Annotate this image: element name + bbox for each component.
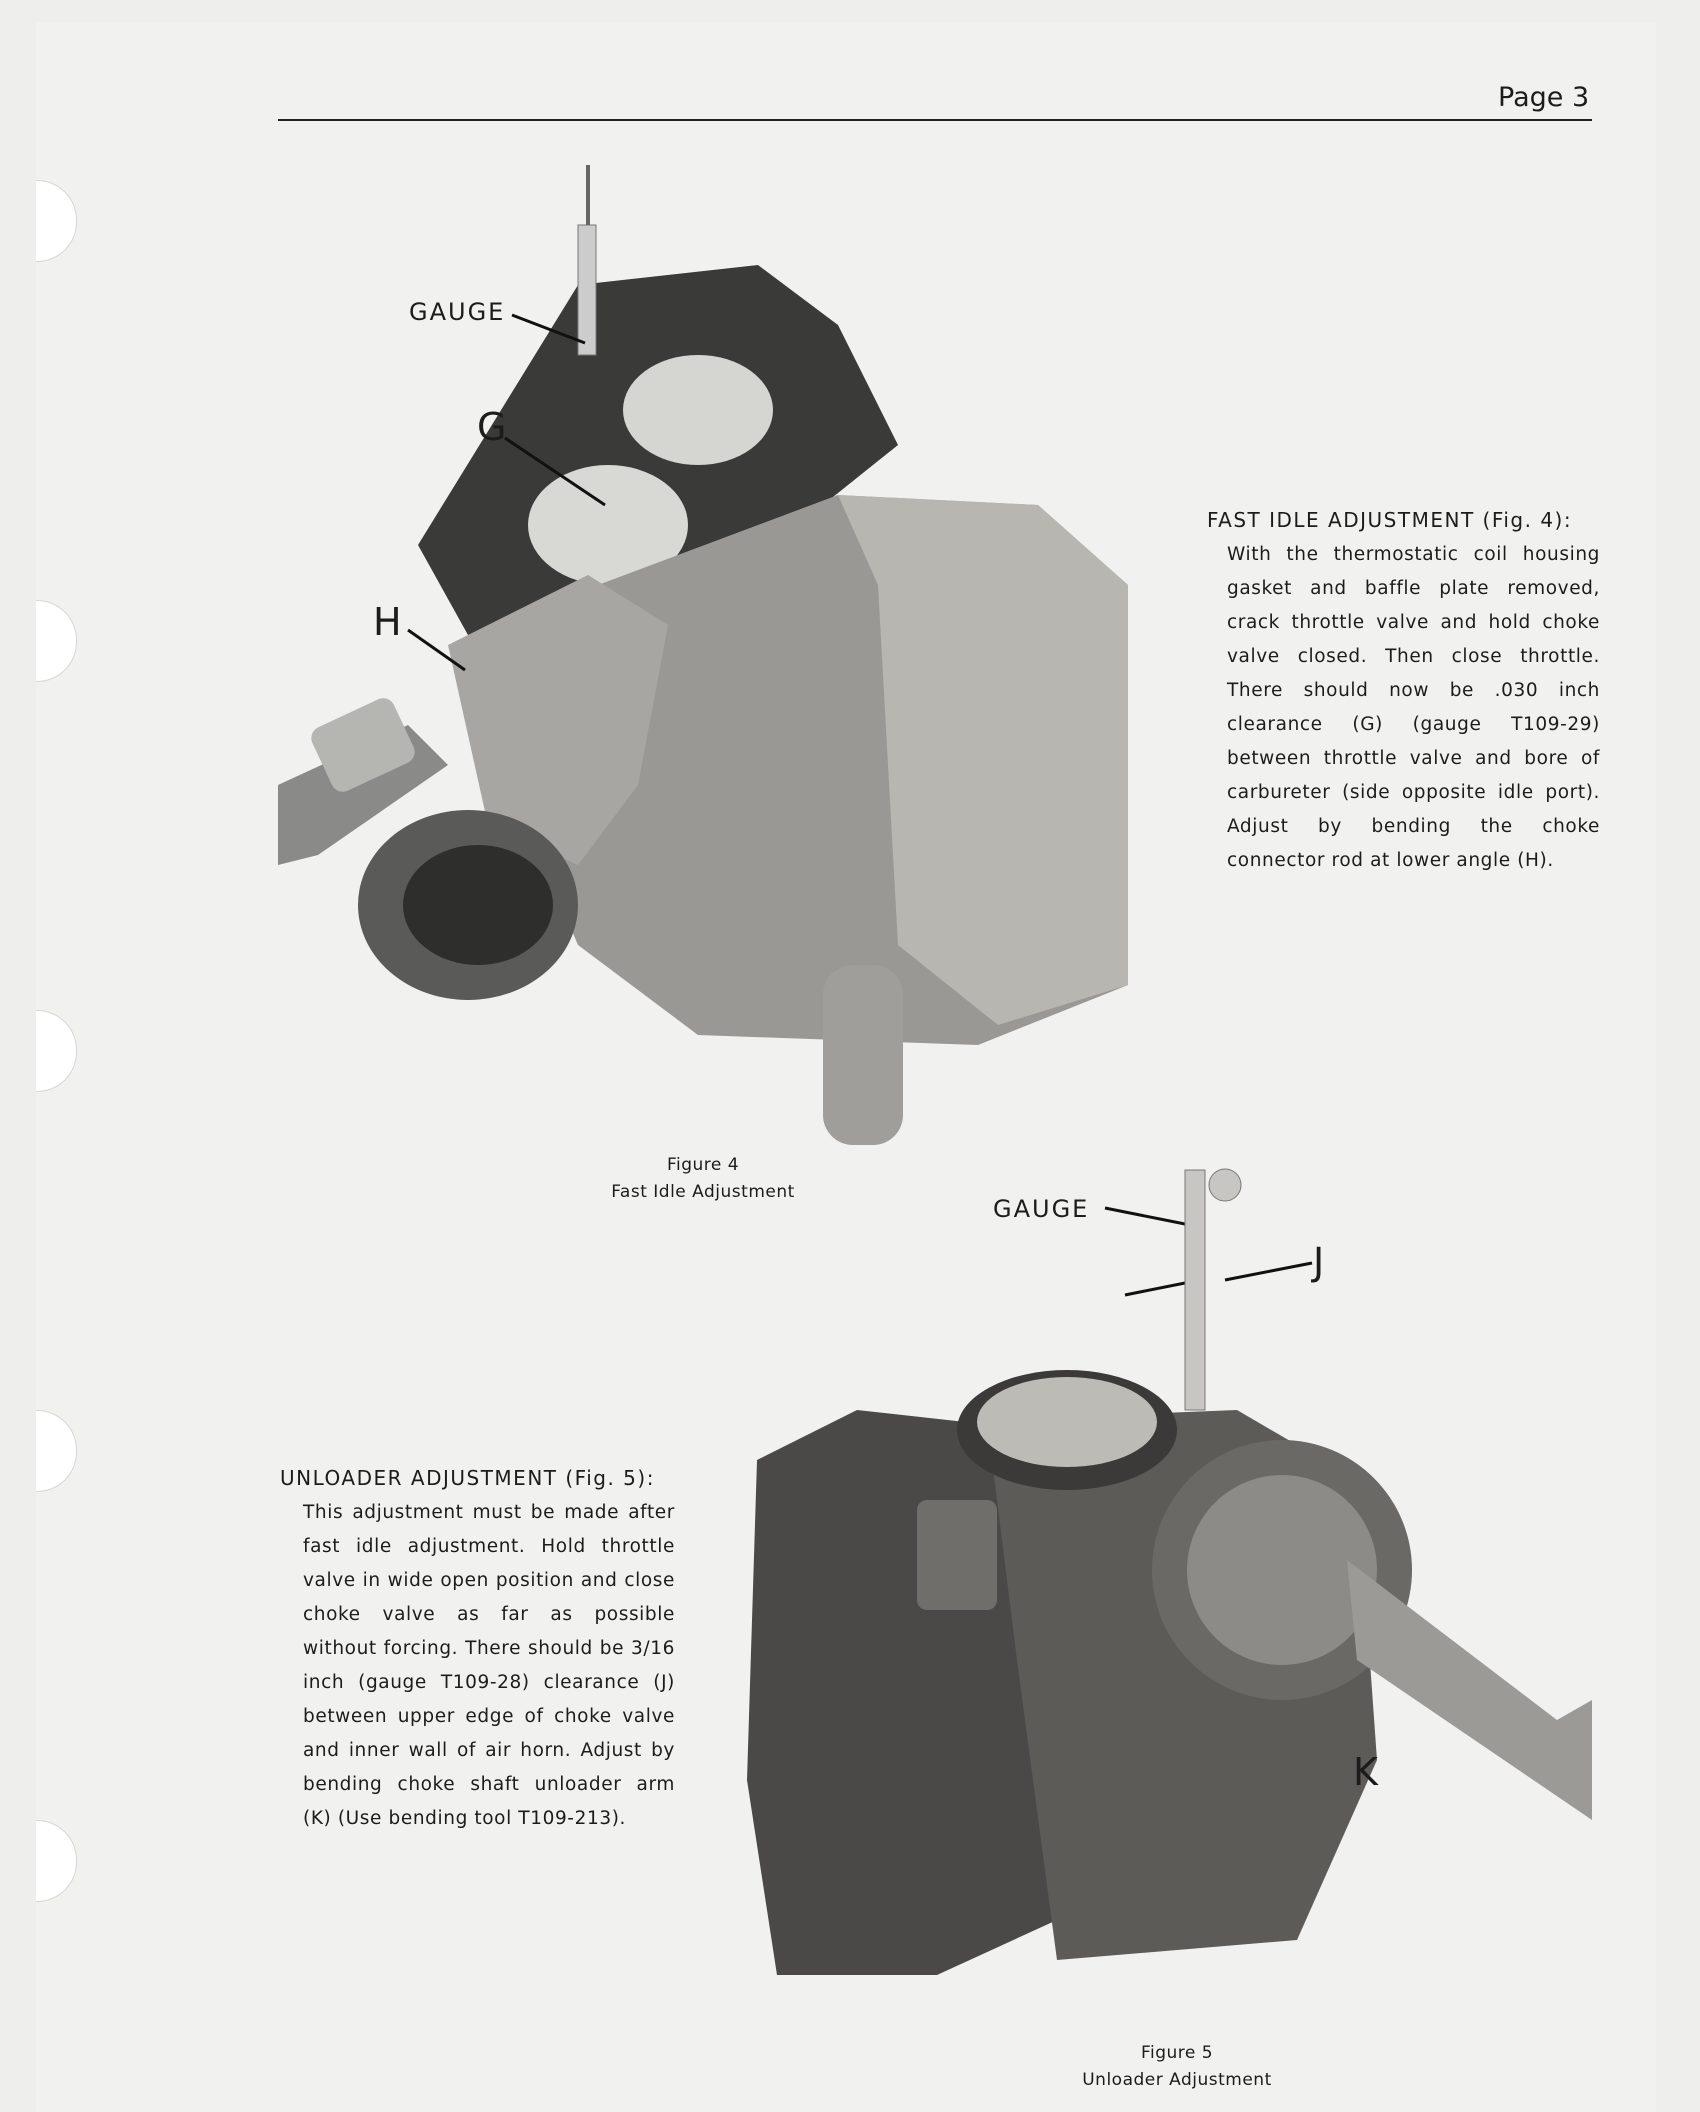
unloader-heading: UNLOADER ADJUSTMENT (Fig. 5): [280, 1466, 655, 1490]
figure-5-label-j: J [1313, 1240, 1325, 1284]
fast-idle-body: With the thermostatic coil housing gaske… [1227, 544, 1600, 871]
figure-4-label-gauge: GAUGE [409, 298, 506, 326]
figure-4-title: Fast Idle Adjustment [611, 1182, 795, 1202]
figure-5-label-k: K [1353, 1750, 1378, 1794]
unloader-body: This adjustment must be made after fast … [303, 1502, 675, 1829]
header-rule [278, 119, 1592, 121]
figure-4-label-h: H [373, 600, 402, 644]
figure-4-caption: Figure 4 Fast Idle Adjustment [553, 1152, 853, 1206]
figure-4-label-g: G [477, 405, 507, 449]
figure-5-label-gauge: GAUGE [993, 1195, 1090, 1223]
figure-4-number: Figure 4 [666, 1155, 740, 1175]
fast-idle-heading: FAST IDLE ADJUSTMENT (Fig. 4): [1207, 508, 1573, 532]
figure-4-photo [278, 165, 1128, 1145]
page-number: Page 3 [1498, 82, 1590, 113]
figure-5-title: Unloader Adjustment [1082, 2070, 1272, 2090]
figure-5-photo [747, 1168, 1592, 1975]
figure-5-caption: Figure 5 Unloader Adjustment [1027, 2040, 1327, 2094]
figure-5-number: Figure 5 [1140, 2043, 1214, 2063]
